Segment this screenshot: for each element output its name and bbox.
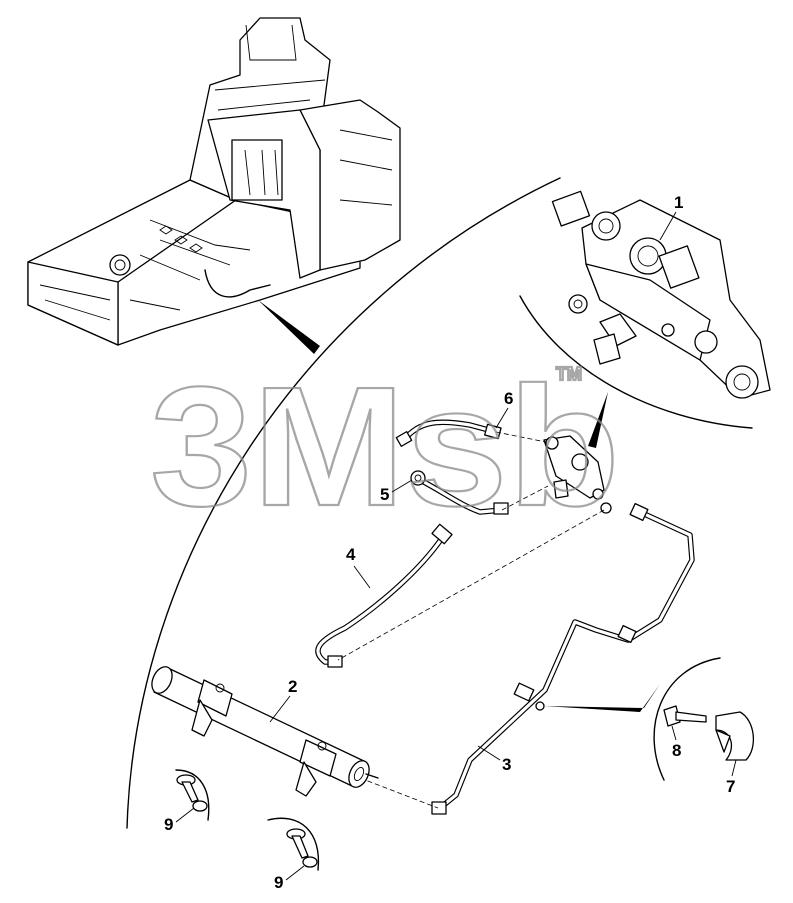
callout-2-label: 2 <box>288 677 297 696</box>
callout-9a: 9 <box>164 807 195 834</box>
callout-8: 8 <box>671 725 681 760</box>
tube-6 <box>395 419 502 447</box>
watermark-tm: TM <box>556 364 582 384</box>
callout-5: 5 <box>380 479 413 504</box>
bolt-8-icon <box>663 705 707 727</box>
bolt-detail-arc-2 <box>267 817 320 871</box>
callout-4-label: 4 <box>346 545 356 564</box>
callout-5-label: 5 <box>380 485 389 504</box>
bolt-icon-2 <box>286 828 318 868</box>
callout-1: 1 <box>659 193 683 241</box>
callout-6: 6 <box>495 389 513 429</box>
callout-3: 3 <box>477 745 511 774</box>
tube-5 <box>410 470 509 515</box>
pointer-to-frame <box>258 300 320 354</box>
callout-1-label: 1 <box>674 193 683 212</box>
bolt-detail-arc-1 <box>175 769 210 821</box>
valve-detail-circle <box>519 295 753 429</box>
tube-4 <box>315 523 453 668</box>
centerline-1 <box>337 509 605 661</box>
centerline-3 <box>495 431 547 443</box>
watermark-text: 3Msb <box>150 352 620 542</box>
callout-9b: 9 <box>274 865 305 892</box>
callout-3-label: 3 <box>502 755 511 774</box>
fitting-detail-arc <box>653 657 721 781</box>
detail-boundary-arc <box>126 177 561 829</box>
centerline-2 <box>359 777 439 809</box>
clamp-icon <box>715 711 754 761</box>
callout-7: 7 <box>726 759 737 796</box>
tube-3 <box>431 502 695 815</box>
pointer-to-fittings <box>544 684 660 712</box>
callout-8-label: 8 <box>672 741 681 760</box>
callout-9b-label: 9 <box>274 873 283 892</box>
accumulator-cylinder-icon <box>151 666 379 797</box>
callout-7-label: 7 <box>726 777 735 796</box>
callout-6-label: 6 <box>504 389 513 408</box>
control-valve-icon <box>551 190 771 399</box>
callout-9a-label: 9 <box>164 815 173 834</box>
valve-assembly <box>543 435 612 514</box>
pointer-to-valve <box>588 392 608 448</box>
callout-4: 4 <box>346 545 371 589</box>
centerline-4 <box>501 485 549 511</box>
machine-frame-illustration <box>27 17 401 346</box>
callout-2: 2 <box>269 677 297 723</box>
bolt-icon <box>176 774 208 812</box>
watermark: 3Msb TM <box>149 351 621 543</box>
